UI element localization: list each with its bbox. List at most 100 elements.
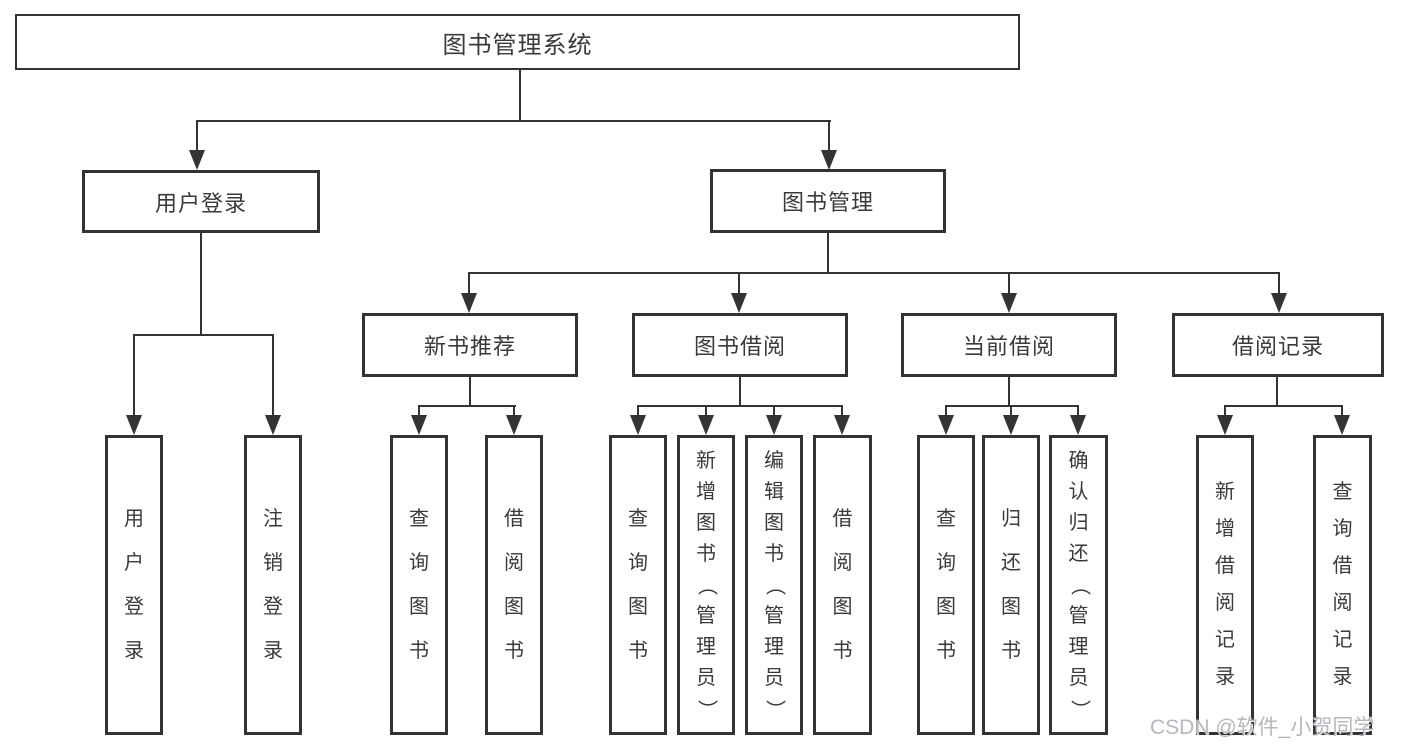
arrowhead-down	[1070, 415, 1086, 435]
node-borrowing-records: 借阅记录	[1172, 313, 1384, 377]
vertical-char: 辑	[764, 480, 784, 503]
vertical-char: 理	[764, 635, 784, 658]
connector-line	[196, 120, 198, 153]
vertical-char: 编	[764, 449, 784, 472]
vertical-char: 图	[696, 511, 716, 534]
node-book-management: 图书管理	[710, 169, 946, 233]
connector-line	[1010, 405, 1012, 417]
connector-line	[841, 405, 843, 417]
leaf-query-books-recommend: 查询图书	[390, 435, 448, 735]
connector-line	[637, 405, 843, 407]
arrowhead-down	[1003, 415, 1019, 435]
connector-line	[418, 405, 516, 407]
vertical-char: 书	[832, 640, 853, 662]
arrowhead-down	[1271, 293, 1287, 313]
node-book-borrowing: 图书借阅	[632, 313, 848, 377]
vertical-char: 用	[124, 508, 144, 530]
vertical-char: 书	[696, 542, 716, 565]
arrowhead-down	[821, 150, 837, 170]
arrowhead-down	[411, 415, 427, 435]
connector-line	[519, 70, 521, 122]
vertical-char: 图	[628, 596, 648, 618]
vertical-char: 询	[628, 552, 648, 574]
vertical-char: 登	[263, 596, 283, 618]
connector-line	[133, 334, 135, 418]
vertical-char: 员	[764, 666, 784, 689]
connector-line	[468, 272, 1280, 274]
vertical-char: 新	[1215, 481, 1235, 503]
connector-line	[1341, 405, 1343, 417]
vertical-char: 阅	[832, 552, 853, 574]
vertical-char: 新	[696, 449, 716, 472]
leaf-return-books: 归还图书	[982, 435, 1040, 735]
arrowhead-down	[698, 415, 714, 435]
vertical-char: ）	[695, 699, 718, 719]
vertical-char: 图	[936, 596, 956, 618]
vertical-char: 查	[409, 508, 429, 530]
vertical-char: 借	[1215, 555, 1235, 577]
vertical-char: 认	[1068, 480, 1089, 503]
vertical-char: 管	[764, 604, 784, 627]
connector-line	[637, 405, 639, 417]
vertical-char: 借	[504, 508, 524, 530]
vertical-char: 户	[124, 552, 144, 574]
vertical-char: 书	[504, 640, 524, 662]
vertical-char: 确	[1068, 449, 1089, 472]
vertical-char: 录	[263, 640, 283, 662]
csdn-watermark: CSDN @软件_小贺同学	[1150, 716, 1375, 739]
leaf-borrow-books-borrowing: 借阅图书	[813, 435, 872, 735]
vertical-char: 员	[696, 666, 716, 689]
leaf-confirm-return-admin: 确认归还（管理员）	[1049, 435, 1108, 735]
vertical-char: 查	[1332, 481, 1353, 503]
vertical-char: 查	[628, 508, 648, 530]
leaf-query-books-borrowing: 查询图书	[609, 435, 667, 735]
vertical-char: 记	[1332, 629, 1353, 651]
connector-line	[739, 377, 741, 407]
arrowhead-down	[731, 293, 747, 313]
vertical-char: 书	[409, 640, 429, 662]
vertical-char: 图	[504, 596, 524, 618]
arrowhead-down	[938, 415, 954, 435]
vertical-char: 询	[409, 552, 429, 574]
connector-line	[200, 233, 202, 336]
connector-line	[469, 377, 471, 407]
leaf-user-login: 用户登录	[105, 435, 163, 735]
leaf-edit-books-admin: 编辑图书（管理员）	[745, 435, 803, 735]
arrowhead-down	[766, 415, 782, 435]
vertical-char: 理	[696, 635, 716, 658]
vertical-char: 询	[936, 552, 956, 574]
arrowhead-down	[126, 415, 142, 435]
node-library-management-system: 图书管理系统	[15, 14, 1020, 70]
vertical-char: 书	[1001, 640, 1021, 662]
vertical-char: 图	[1001, 596, 1021, 618]
leaf-query-borrow-record: 查询借阅记录	[1313, 435, 1372, 735]
vertical-char: 借	[1332, 555, 1353, 577]
vertical-char: 还	[1001, 552, 1021, 574]
connector-line	[773, 405, 775, 417]
vertical-char: 阅	[1332, 592, 1353, 614]
connector-line	[945, 405, 1079, 407]
node-current-borrowing: 当前借阅	[901, 313, 1117, 377]
connector-line	[468, 272, 470, 296]
vertical-char: 图	[764, 511, 784, 534]
vertical-char: 归	[1068, 511, 1089, 534]
arrowhead-down	[1001, 293, 1017, 313]
node-new-book-recommend: 新书推荐	[362, 313, 578, 377]
vertical-char: 管	[1068, 604, 1089, 627]
vertical-char: 录	[124, 640, 144, 662]
arrowhead-down	[189, 150, 205, 170]
connector-line	[1276, 377, 1278, 407]
vertical-char: 录	[1215, 666, 1235, 688]
vertical-char: 书	[936, 640, 956, 662]
vertical-char: 销	[263, 552, 283, 574]
vertical-char: 书	[628, 640, 648, 662]
connector-line	[1008, 272, 1010, 296]
connector-line	[828, 120, 830, 153]
connector-line	[827, 233, 829, 274]
vertical-char: 书	[764, 542, 784, 565]
vertical-char: 查	[936, 508, 956, 530]
connector-line	[1278, 272, 1280, 296]
vertical-char: （	[1068, 575, 1090, 595]
vertical-char: 询	[1332, 518, 1353, 540]
